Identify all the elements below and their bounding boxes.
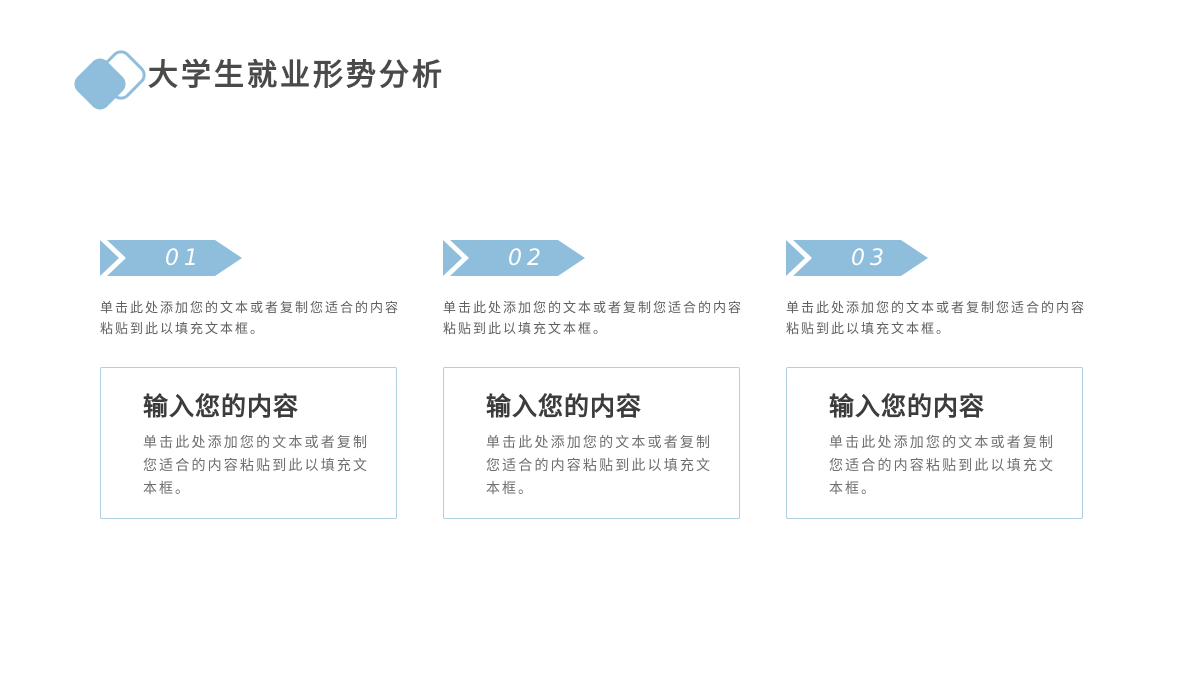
step-column-3: 03 单击此处添加您的文本或者复制您适合的内容粘贴到此以填充文本框。 输入您的内… [786, 240, 1086, 520]
content-box-body: 单击此处添加您的文本或者复制您适合的内容粘贴到此以填充文本框。 [486, 434, 712, 496]
step-banner-1[interactable]: 01 [100, 240, 242, 276]
slide-header: 大学生就业形势分析 [0, 0, 1200, 120]
step-banner-2[interactable]: 02 [443, 240, 585, 276]
content-box-title: 输入您的内容 [143, 393, 300, 421]
double-diamond-icon [74, 50, 146, 110]
arrow-banner-icon [786, 240, 928, 276]
arrow-banner-icon [443, 240, 585, 276]
step-description: 单击此处添加您的文本或者复制您适合的内容粘贴到此以填充文本框。 [786, 300, 1087, 336]
step-column-2: 02 单击此处添加您的文本或者复制您适合的内容粘贴到此以填充文本框。 输入您的内… [443, 240, 743, 520]
content-box-2[interactable]: 输入您的内容 单击此处添加您的文本或者复制您适合的内容粘贴到此以填充文本框。 [443, 367, 740, 519]
content-box-1[interactable]: 输入您的内容 单击此处添加您的文本或者复制您适合的内容粘贴到此以填充文本框。 [100, 367, 397, 519]
step-number: 01 [165, 245, 203, 271]
content-box-3[interactable]: 输入您的内容 单击此处添加您的文本或者复制您适合的内容粘贴到此以填充文本框。 [786, 367, 1083, 519]
step-number: 02 [508, 245, 546, 271]
page-title: 大学生就业形势分析 [148, 59, 445, 92]
content-box-title: 输入您的内容 [829, 393, 986, 421]
step-description: 单击此处添加您的文本或者复制您适合的内容粘贴到此以填充文本框。 [443, 300, 744, 336]
step-description: 单击此处添加您的文本或者复制您适合的内容粘贴到此以填充文本框。 [100, 300, 401, 336]
content-box-title: 输入您的内容 [486, 393, 643, 421]
arrow-banner-icon [100, 240, 242, 276]
step-banner-3[interactable]: 03 [786, 240, 928, 276]
content-box-body: 单击此处添加您的文本或者复制您适合的内容粘贴到此以填充文本框。 [829, 434, 1055, 496]
content-box-body: 单击此处添加您的文本或者复制您适合的内容粘贴到此以填充文本框。 [143, 434, 369, 496]
step-number: 03 [851, 245, 889, 271]
step-column-1: 01 单击此处添加您的文本或者复制您适合的内容粘贴到此以填充文本框。 输入您的内… [100, 240, 400, 520]
